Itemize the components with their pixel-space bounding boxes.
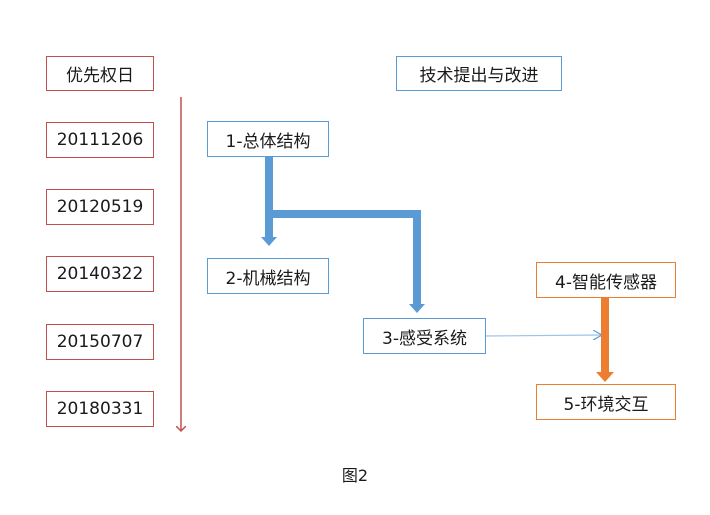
arrow-1-to-3 (265, 210, 425, 313)
node-mechanical-structure: 2-机械结构 (207, 258, 329, 294)
node-smart-sensor: 4-智能传感器 (536, 262, 676, 298)
priority-date-4: 20150707 (46, 324, 154, 360)
figure-caption: 图2 (341, 466, 369, 485)
arrow-4-to-5 (596, 298, 614, 382)
arrow-3-to-4 (485, 335, 602, 336)
priority-date-1: 20111206 (46, 122, 154, 158)
node-overall-structure: 1-总体结构 (207, 121, 329, 157)
priority-date-5: 20180331 (46, 391, 154, 427)
priority-date-3: 20140322 (46, 256, 154, 292)
priority-date-header: 优先权日 (46, 56, 154, 91)
tech-evolution-header: 技术提出与改进 (396, 56, 562, 91)
node-sensing-system: 3-感受系统 (363, 318, 486, 354)
arrow-1-to-2 (261, 157, 277, 246)
node-environment-interaction: 5-环境交互 (536, 384, 676, 420)
priority-date-2: 20120519 (46, 189, 154, 225)
